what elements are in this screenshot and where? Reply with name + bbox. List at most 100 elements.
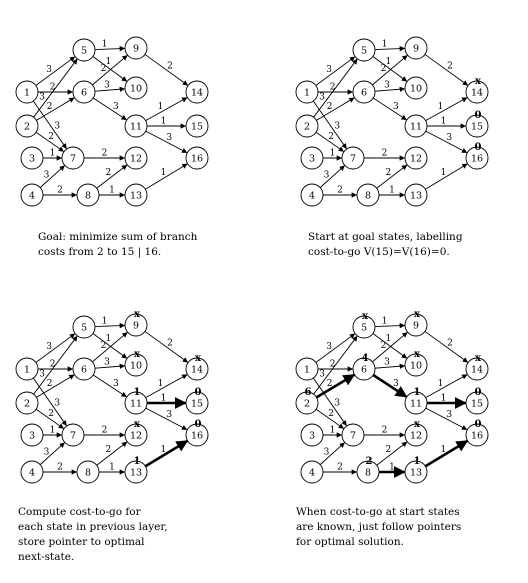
node-label-16: 16 <box>471 431 483 442</box>
edge-6-9 <box>372 55 408 86</box>
edge-cost-6-9: 2 <box>381 64 387 74</box>
edge-cost-4-8: 2 <box>57 463 63 473</box>
edge-cost-4-8: 2 <box>337 186 343 196</box>
edge-6-10 <box>94 86 126 92</box>
node-12 <box>124 146 148 170</box>
edge-cost-11-16: 3 <box>446 133 452 143</box>
edge-11-14 <box>145 97 188 122</box>
edge-cost-11-15: 1 <box>441 394 447 404</box>
edge-cost-3-7: 1 <box>50 426 56 436</box>
edge-cost-8-13: 1 <box>389 186 395 196</box>
edge-6-9 <box>92 332 128 363</box>
node-label-16: 16 <box>191 431 203 442</box>
node-8 <box>76 183 100 207</box>
edge-cost-13-16: 1 <box>161 445 167 455</box>
cost-to-go-15: 0 <box>475 387 482 398</box>
edge-6-11 <box>372 373 408 398</box>
node-8 <box>76 460 100 484</box>
node-label-4: 4 <box>309 191 315 202</box>
node-label-6: 6 <box>81 365 87 376</box>
node-15 <box>185 114 209 138</box>
edge-cost-2-5: 3 <box>319 369 325 379</box>
edge-cost-5-10: 1 <box>105 57 111 67</box>
edge-cost-7-12: 2 <box>102 426 108 436</box>
edge-cost-8-12: 2 <box>385 168 391 178</box>
node-6 <box>72 80 96 104</box>
node-label-13: 13 <box>410 191 422 202</box>
node-6 <box>352 357 376 381</box>
edge-11-16 <box>425 407 468 431</box>
edge-cost-5-10: 1 <box>105 334 111 344</box>
edge-2-7 <box>35 408 65 429</box>
edge-cost-8-13: 1 <box>109 186 115 196</box>
node-label-13: 13 <box>410 468 422 479</box>
node-label-3: 3 <box>29 154 35 165</box>
node-2 <box>15 114 39 138</box>
panel-4: 3233221321123322121131126345x647829x10x1… <box>295 309 489 484</box>
node-label-2: 2 <box>24 122 30 133</box>
edge-cost-3-7: 1 <box>330 426 336 436</box>
edge-cost-5-9: 1 <box>102 40 108 50</box>
cost-to-go-15: 0 <box>195 387 202 398</box>
edge-5-10 <box>372 333 408 359</box>
node-6 <box>352 80 376 104</box>
edge-cost-1-7: 3 <box>334 121 340 131</box>
node-label-3: 3 <box>29 431 35 442</box>
edge-cost-4-7: 3 <box>44 447 50 457</box>
edge-1-7 <box>312 377 347 427</box>
node-2 <box>15 391 39 415</box>
edge-13-16 <box>145 163 188 190</box>
edge-cost-1-6: 2 <box>50 360 56 370</box>
edge-cost-6-11: 3 <box>113 379 119 389</box>
edge-2-6 <box>316 97 355 121</box>
node-12 <box>404 423 428 447</box>
node-label-4: 4 <box>29 191 35 202</box>
node-label-5: 5 <box>81 323 87 334</box>
node-label-8: 8 <box>365 191 371 202</box>
edge-cost-3-7: 1 <box>330 149 336 159</box>
edge-2-6 <box>315 373 356 399</box>
edge-cost-6-9: 2 <box>381 341 387 351</box>
edge-5-9 <box>94 322 126 329</box>
panel-3: 3233221321123322121131123456789x10x11112… <box>15 309 209 484</box>
node-label-14: 14 <box>471 365 483 376</box>
edge-cost-11-14: 1 <box>158 102 164 112</box>
edge-4-7 <box>319 165 345 188</box>
node-14 <box>465 357 489 381</box>
edge-cost-2-6: 2 <box>327 379 333 389</box>
edge-cost-9-14: 2 <box>447 62 453 72</box>
node-2 <box>295 114 319 138</box>
edge-cost-7-12: 2 <box>102 149 108 159</box>
node-label-15: 15 <box>191 399 203 410</box>
node-label-3: 3 <box>309 431 315 442</box>
node-5 <box>352 38 376 62</box>
node-label-1: 1 <box>304 88 310 99</box>
edge-9-14 <box>424 54 469 86</box>
edge-2-5 <box>33 58 78 118</box>
node-label-11: 11 <box>130 399 142 410</box>
node-label-15: 15 <box>471 122 483 133</box>
node-label-14: 14 <box>471 88 483 99</box>
node-label-6: 6 <box>361 88 367 99</box>
cost-to-go-14: x <box>475 353 482 364</box>
edge-cost-6-9: 2 <box>101 341 107 351</box>
edge-cost-1-6: 2 <box>50 83 56 93</box>
edge-cost-1-6: 2 <box>330 83 336 93</box>
edge-6-10 <box>374 86 406 92</box>
node-label-1: 1 <box>304 365 310 376</box>
edge-8-12 <box>96 441 128 466</box>
node-9 <box>404 36 428 60</box>
node-label-15: 15 <box>191 122 203 133</box>
edge-cost-2-6: 2 <box>47 102 53 112</box>
node-11 <box>404 391 428 415</box>
edge-cost-11-15: 1 <box>441 117 447 127</box>
edge-cost-2-7: 2 <box>48 132 54 142</box>
node-14 <box>185 357 209 381</box>
edge-2-5 <box>33 335 78 395</box>
node-10 <box>124 76 148 100</box>
edge-cost-11-16: 3 <box>446 410 452 420</box>
node-label-5: 5 <box>81 46 87 57</box>
edge-cost-8-12: 2 <box>105 445 111 455</box>
edge-11-14 <box>425 97 468 122</box>
edge-11-16 <box>145 407 188 431</box>
